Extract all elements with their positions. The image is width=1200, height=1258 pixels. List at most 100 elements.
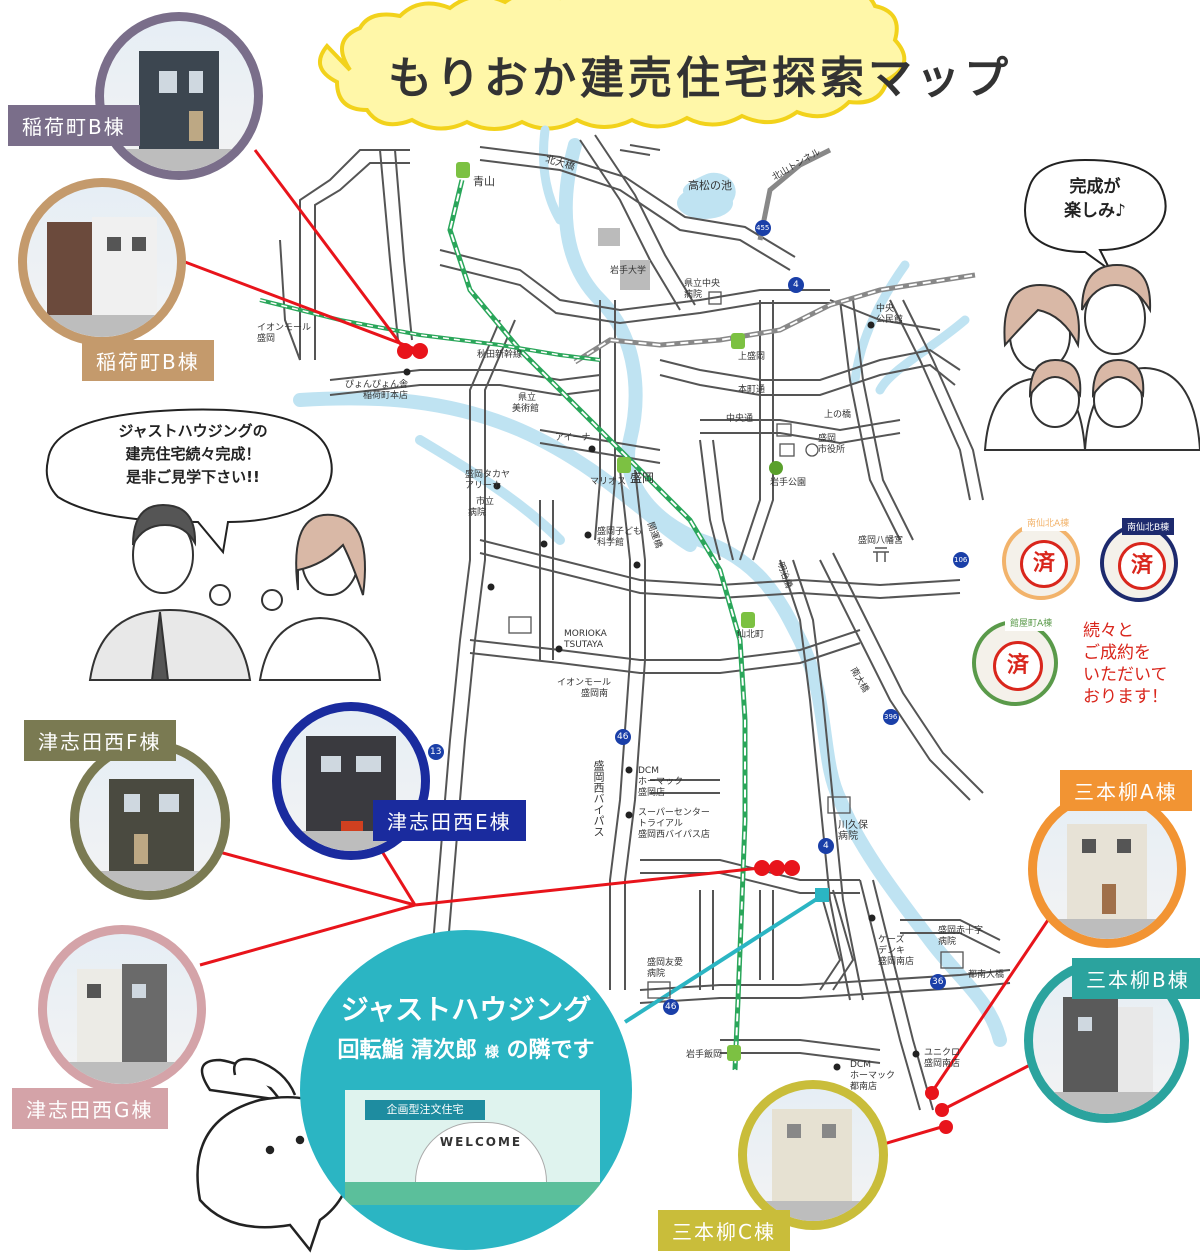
property-photo-tsushida-e [272, 702, 430, 860]
property-photo-tsushida-f [70, 740, 230, 900]
property-photo-tsushida-g [38, 925, 206, 1093]
label-red-cross: 盛岡赤十字病院 [938, 926, 984, 947]
property-label-tsushida-g: 津志田西G棟 [12, 1088, 168, 1129]
road-network [279, 134, 1011, 1111]
label-morioka-bypass: 盛岡西バイパス [592, 760, 605, 837]
label-city-hospital: 市立病院 [468, 497, 495, 518]
route-4-south: 4 [823, 841, 829, 851]
label-aeon-minami: イオンモール盛岡南 [557, 678, 612, 699]
property-photo-inari-2 [18, 178, 186, 346]
property-label-sanbon-b: 三本柳B棟 [1072, 958, 1200, 999]
property-photo-inari-1 [95, 12, 263, 180]
label-kodomo: 盛岡子ども科学館 [597, 527, 643, 548]
sold-photo-tateyacho-a: 済 [972, 620, 1058, 706]
label-senbokucho: 仙北町 [737, 630, 765, 640]
label-kawakubo: 川久保病院 [838, 820, 868, 842]
just-housing-location: 回転鮨 清次郎 様 の隣です [337, 1038, 595, 1063]
label-honcho-dori: 本町通 [738, 385, 766, 395]
sold-photo-minamisenboku-a: 済 [1002, 522, 1080, 600]
univ-block-2 [598, 228, 620, 246]
property-label-tsushida-e: 津志田西E棟 [373, 800, 526, 841]
staff-speech-bubble [45, 408, 333, 555]
label-keiz: ケーズデンキ盛岡南店 [878, 935, 915, 967]
label-iwate-park: 岩手公園 [770, 478, 807, 488]
just-housing-link-line [623, 893, 825, 1024]
label-aeon-morioka: イオンモール盛岡 [257, 323, 312, 344]
station-icons [456, 162, 755, 1061]
label-akita-shinkansen: 秋田新幹線 [477, 350, 523, 360]
label-city-hall: 盛岡市役所 [818, 434, 846, 455]
label-chuo-kouminkan: 中央公民館 [876, 304, 904, 325]
property-photo-sanbon-a [1028, 790, 1186, 948]
label-aina: アイーナ [555, 433, 591, 443]
family-speech-bubble [1024, 158, 1167, 271]
label-tonan-ohashi: 都南大橋 [968, 970, 1005, 980]
label-hachimangu: 盛岡八幡宮 [858, 536, 904, 546]
label-iwate-iioka: 岩手飯岡 [686, 1050, 723, 1060]
sold-stamp: 済 [1020, 540, 1068, 588]
label-pref-museum: 県立美術館 [512, 393, 540, 414]
building-icons [508, 291, 964, 999]
route-106: 106 [954, 556, 968, 564]
house-image [1037, 824, 1177, 939]
park-tree-icon [769, 461, 783, 475]
sold-stamp: 済 [993, 641, 1043, 691]
route-36: 36 [932, 977, 944, 987]
just-housing-circle: ジャストハウジング 回転鮨 清次郎 様 の隣です 企画型注文住宅 WELCOME [300, 930, 632, 1250]
label-supercenter: スーパーセンタートライアル盛岡西バイパス店 [638, 808, 710, 840]
label-pref-hospital: 県立中央病院 [684, 279, 721, 300]
property-label-sanbon-c: 三本柳C棟 [658, 1210, 790, 1251]
house-image [747, 1109, 879, 1221]
label-kamimorioka: 上盛岡 [738, 352, 766, 362]
route-455: 455 [756, 224, 770, 232]
route-46-north: 46 [617, 732, 629, 742]
label-marios: マリオス [590, 477, 627, 487]
family-illustration [983, 263, 1200, 451]
label-uniqlo: ユニクロ盛岡南店 [924, 1048, 961, 1069]
showroom-sign: 企画型注文住宅 [365, 1100, 485, 1120]
house-image [47, 964, 197, 1084]
sold-stamp: 済 [1118, 542, 1166, 590]
poi-dots [403, 321, 920, 1071]
property-label-sanbon-a: 三本柳A棟 [1060, 770, 1192, 811]
staff-speech-text: ジャストハウジングの 建売住宅続々完成！ 是非ご見学下さい!! [118, 422, 268, 486]
staff-illustration [88, 503, 382, 681]
route-46-south: 46 [665, 1002, 677, 1012]
just-housing-pin [815, 888, 829, 902]
property-pins [397, 343, 953, 1134]
property-photo-sanbon-c [738, 1080, 888, 1230]
house-image [104, 51, 254, 171]
sold-label-tateyacho-a: 館屋町A棟 [1005, 614, 1058, 631]
label-morioka-arena: 盛岡タカヤアリーナ [465, 470, 511, 491]
label-kaminohashi: 上の橋 [824, 410, 852, 420]
label-pyon: ぴょんぴょん舎稲荷町本店 [345, 380, 409, 401]
label-morioka-station: 盛岡 [630, 471, 655, 485]
showroom-image: 企画型注文住宅 WELCOME [345, 1090, 600, 1205]
just-housing-name: ジャストハウジング [340, 993, 592, 1026]
family-speech-text: 完成が 楽しみ♪ [1064, 177, 1126, 221]
label-chuo-dori: 中央通 [726, 414, 754, 424]
welcome-sign: WELCOME [439, 1135, 523, 1149]
property-label-inari-1: 稲荷町B棟 [8, 105, 140, 146]
label-iwate-univ: 岩手大学 [610, 266, 647, 276]
sold-label-minamisenboku-b: 南仙北B棟 [1122, 518, 1175, 535]
label-takamatsu: 高松の池 [688, 179, 732, 192]
shrine-icon [873, 547, 889, 562]
iwate-univ-block [620, 260, 650, 290]
house-image [27, 217, 177, 337]
page-title: もりおか建売住宅探索マップ [388, 53, 1012, 104]
sold-label-minamisenboku-a: 南仙北A棟 [1022, 514, 1075, 531]
title-cloud-shape [317, 0, 907, 131]
showroom-lawn [345, 1182, 600, 1205]
route-13: 13 [430, 747, 442, 757]
sold-photo-minamisenboku-b: 済 [1100, 524, 1178, 602]
title-banner: もりおか建売住宅探索マップ [330, 28, 1070, 114]
takamatsu-pond [677, 187, 733, 219]
house-image [79, 779, 221, 891]
route-396: 396 [884, 713, 898, 721]
